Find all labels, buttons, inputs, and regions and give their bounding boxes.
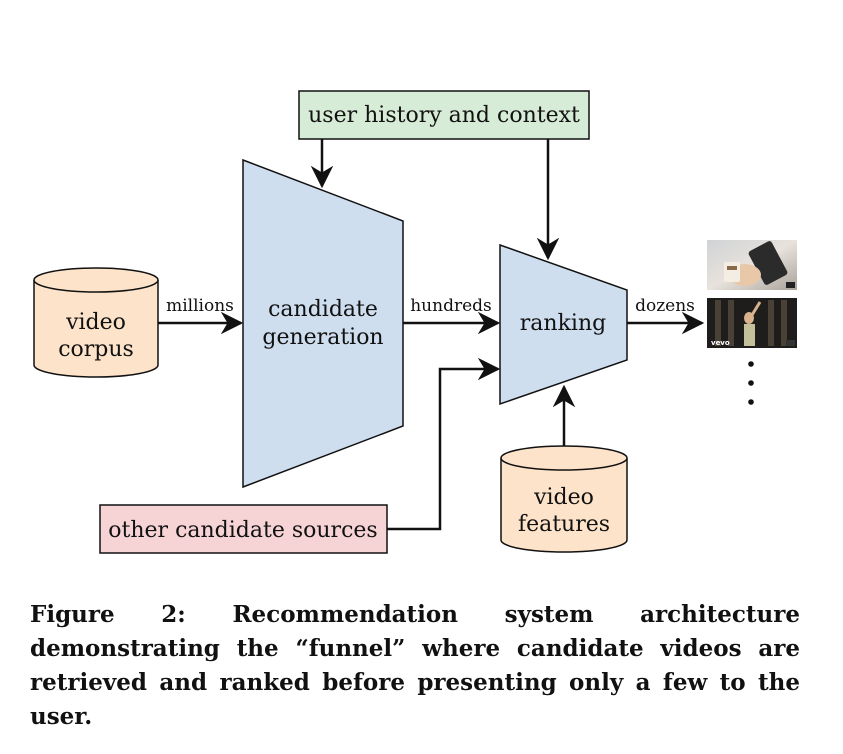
video-features-node: video features <box>500 445 628 553</box>
ranking-node: ranking <box>499 243 628 406</box>
edge-label-hundreds: hundreds <box>410 296 492 316</box>
candidate-generation-label-line1: candidate <box>268 297 378 322</box>
figure-caption: Figure 2: Recommendation system architec… <box>30 601 800 730</box>
more-items-ellipsis <box>748 361 754 405</box>
video-features-label-line1: video <box>533 485 594 510</box>
candidate-generation-label-line2: generation <box>262 325 383 350</box>
architecture-diagram: user history and context video corpus ca… <box>33 90 797 554</box>
thumbnail-phone-video <box>707 240 797 290</box>
edge-label-millions: millions <box>166 296 234 316</box>
video-corpus-label-line2: corpus <box>58 337 134 362</box>
ranking-label: ranking <box>520 311 606 336</box>
user-history-label: user history and context <box>308 103 580 128</box>
thumbnail-vevo-video: vevo <box>707 298 797 348</box>
vevo-badge: vevo <box>711 339 730 347</box>
arrow-sources-to-ranking <box>387 357 501 531</box>
other-sources-node: other candidate sources <box>99 504 388 554</box>
candidate-generation-node: candidate generation <box>242 158 404 489</box>
user-history-node: user history and context <box>298 90 590 140</box>
other-sources-label: other candidate sources <box>108 518 377 543</box>
video-corpus-label-line1: video <box>65 310 126 335</box>
edge-label-dozens: dozens <box>635 296 695 316</box>
video-features-label-line2: features <box>518 512 610 537</box>
video-corpus-node: video corpus <box>33 267 159 378</box>
